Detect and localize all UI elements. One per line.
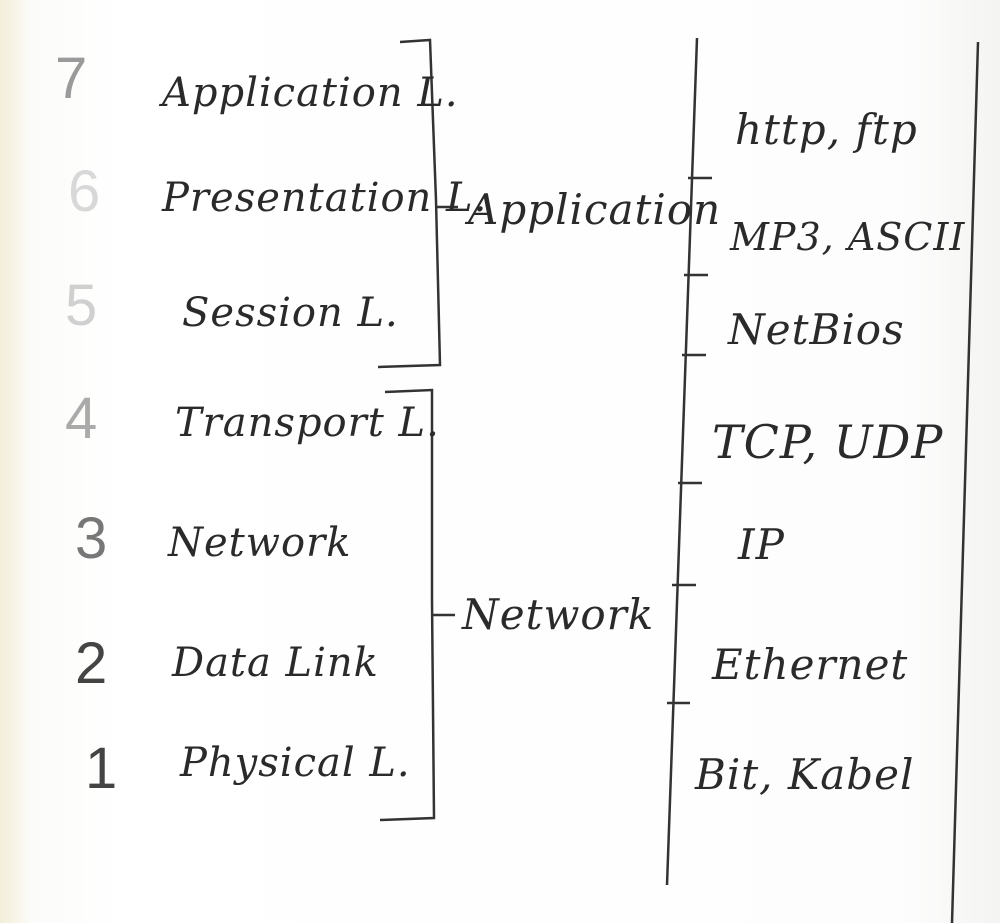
protocol-ip: IP [738,520,785,569]
layer-number-6: 6 [68,159,102,224]
layer-name-session: Session L. [182,290,399,336]
protocol-mp3-ascii: MP3, ASCII [730,215,966,259]
layer-number-1: 1 [85,736,119,801]
protocol-ethernet: Ethernet [712,640,909,689]
layer-number-5: 5 [65,273,99,338]
protocol-netbios: NetBios [728,305,905,354]
protocol-http-ftp: http, ftp [735,105,918,154]
network-group-bracket [379,388,436,822]
layer-name-physical: Physical L. [180,740,411,786]
protocol-tcp-udp: TCP, UDP [712,415,944,469]
group-label-network: Network [462,590,655,639]
protocol-column-line [665,37,699,886]
layer-name-data-link: Data Link [172,640,379,686]
layer-name-network: Network [168,520,352,566]
layer-name-presentation: Presentation L. [162,175,488,221]
layer-number-3: 3 [75,506,109,571]
application-group-bracket [377,38,442,369]
layer-name-transport: Transport L. [175,400,440,446]
layer-separator-ticks [667,176,712,705]
group-label-application: Application [468,185,722,234]
right-border-line [950,41,980,923]
layer-number-4: 4 [65,386,99,451]
protocol-bit-kabel: Bit, Kabel [695,750,915,799]
layer-name-application: Application L. [162,70,459,116]
layer-number-7: 7 [55,46,89,111]
layer-number-2: 2 [75,631,109,696]
